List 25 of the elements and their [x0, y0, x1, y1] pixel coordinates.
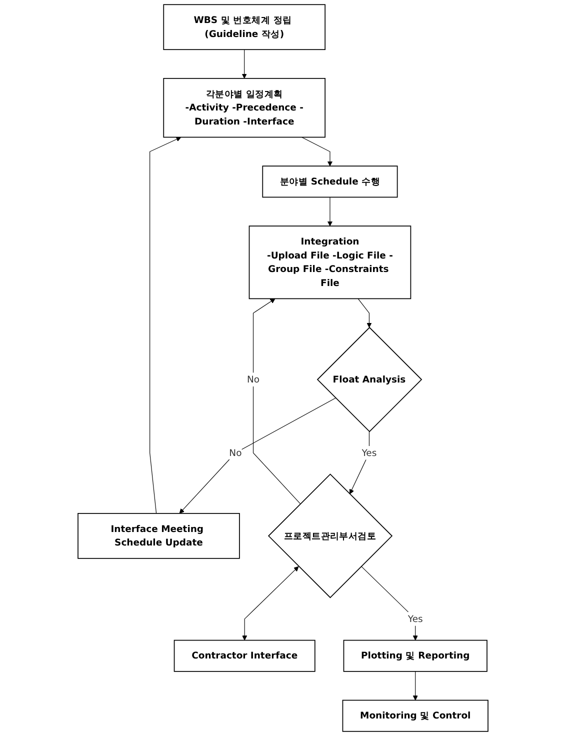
node-box: Contractor Interface: [174, 640, 316, 672]
node-box: WBS 및 번호체계 정립 (Guideline 작성): [163, 4, 326, 50]
node-diamond: Float Analysis: [316, 326, 422, 432]
arrow: [327, 196, 333, 226]
arrow: [242, 566, 299, 641]
node-box: 분야별 Schedule 수행: [262, 166, 398, 198]
node-box: Monitoring 및 Control: [342, 700, 488, 732]
node-box: Interface Meeting Schedule Update: [78, 513, 240, 559]
arrow: [358, 298, 372, 328]
edge-label: No: [229, 447, 242, 458]
node-box: Integration -Upload File -Logic File -Group File -Constraints File: [248, 226, 412, 300]
arrow: [412, 671, 418, 700]
edge-label: No: [246, 374, 260, 385]
edge-label: Yes: [362, 447, 377, 458]
arrow: [179, 398, 336, 514]
edge-label: Yes: [408, 613, 423, 624]
node-diamond: 프로젝트관리부서검토: [268, 474, 393, 598]
node-box: Plotting 및 Reporting: [343, 640, 488, 672]
arrow: [252, 298, 301, 504]
arrow: [302, 136, 333, 166]
arrow: [150, 136, 182, 514]
arrow: [242, 49, 247, 79]
arrow: [349, 431, 370, 494]
node-box: 각분야별 일정계획 -Activity -Precedence -Duration -Interface: [163, 78, 326, 138]
arrow: [360, 566, 418, 641]
